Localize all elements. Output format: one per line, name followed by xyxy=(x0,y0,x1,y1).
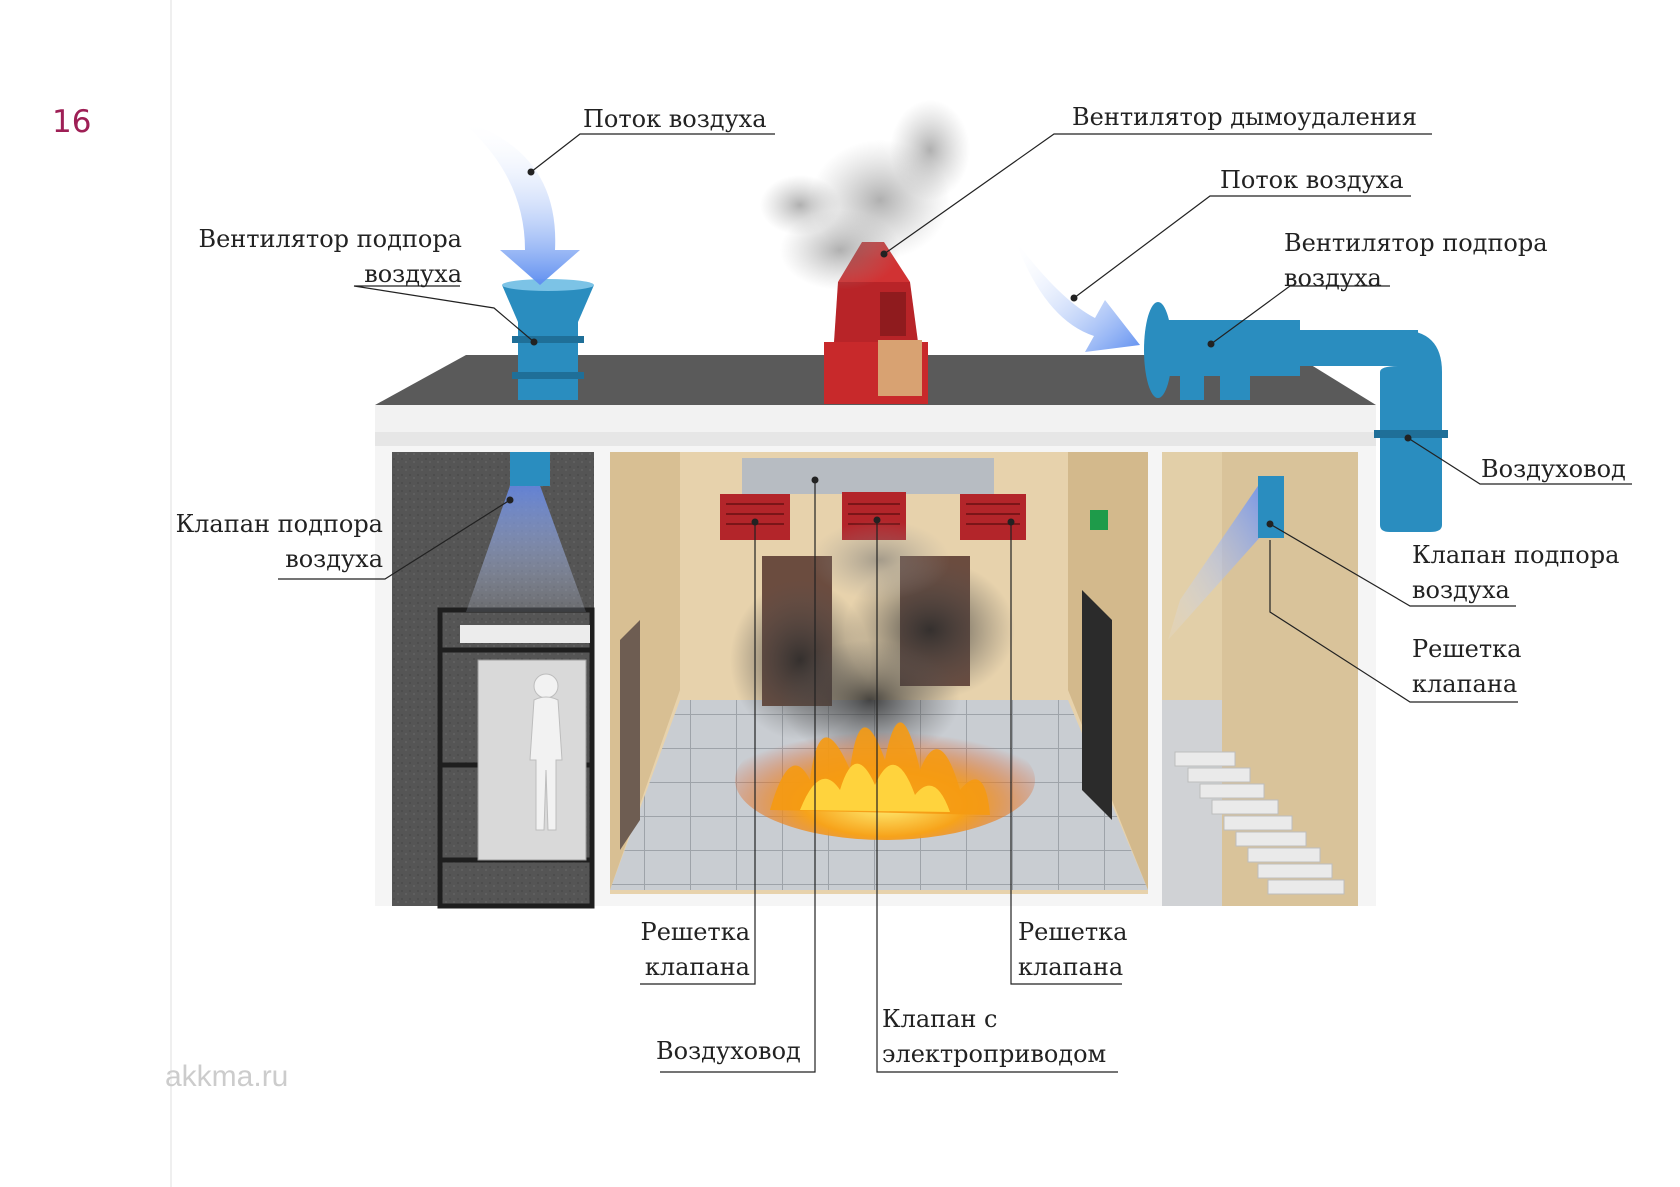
airflow-arrow-right xyxy=(1015,240,1140,352)
watermark: akkma.ru xyxy=(165,1060,289,1093)
stairwell-supply-valve xyxy=(1258,476,1284,538)
margin-rule xyxy=(170,0,172,1187)
label-duct-bottom: Воздуховод xyxy=(656,1037,801,1065)
label-smoke-exhaust-fan: Вентилятор дымоудаления xyxy=(1072,103,1417,131)
exit-sign xyxy=(1090,510,1108,530)
leader-lines xyxy=(278,133,1632,1073)
supply-fan-left xyxy=(502,279,594,400)
fire xyxy=(735,720,1035,840)
page-number: 16 xyxy=(52,104,92,140)
duct-right xyxy=(1374,330,1448,532)
elevator-cabin xyxy=(437,607,595,909)
stairs xyxy=(1174,751,1345,895)
stairwell-airflow xyxy=(1168,480,1262,640)
roof-smoke xyxy=(760,100,970,290)
elevator-supply-valve xyxy=(510,452,550,486)
leader-dots xyxy=(506,168,1412,528)
airflow-arrow-left xyxy=(460,120,580,285)
label-airflow-top-right: Поток воздуха xyxy=(1220,166,1404,194)
label-airflow-top-left: Поток воздуха xyxy=(583,105,767,133)
supply-fan-right xyxy=(1144,302,1418,400)
stairwell-door xyxy=(1082,590,1112,820)
person-figure xyxy=(529,673,563,831)
valve-grille-right xyxy=(960,494,1026,540)
elevator-airflow xyxy=(466,480,586,612)
label-duct-right: Воздуховод xyxy=(1481,455,1626,483)
